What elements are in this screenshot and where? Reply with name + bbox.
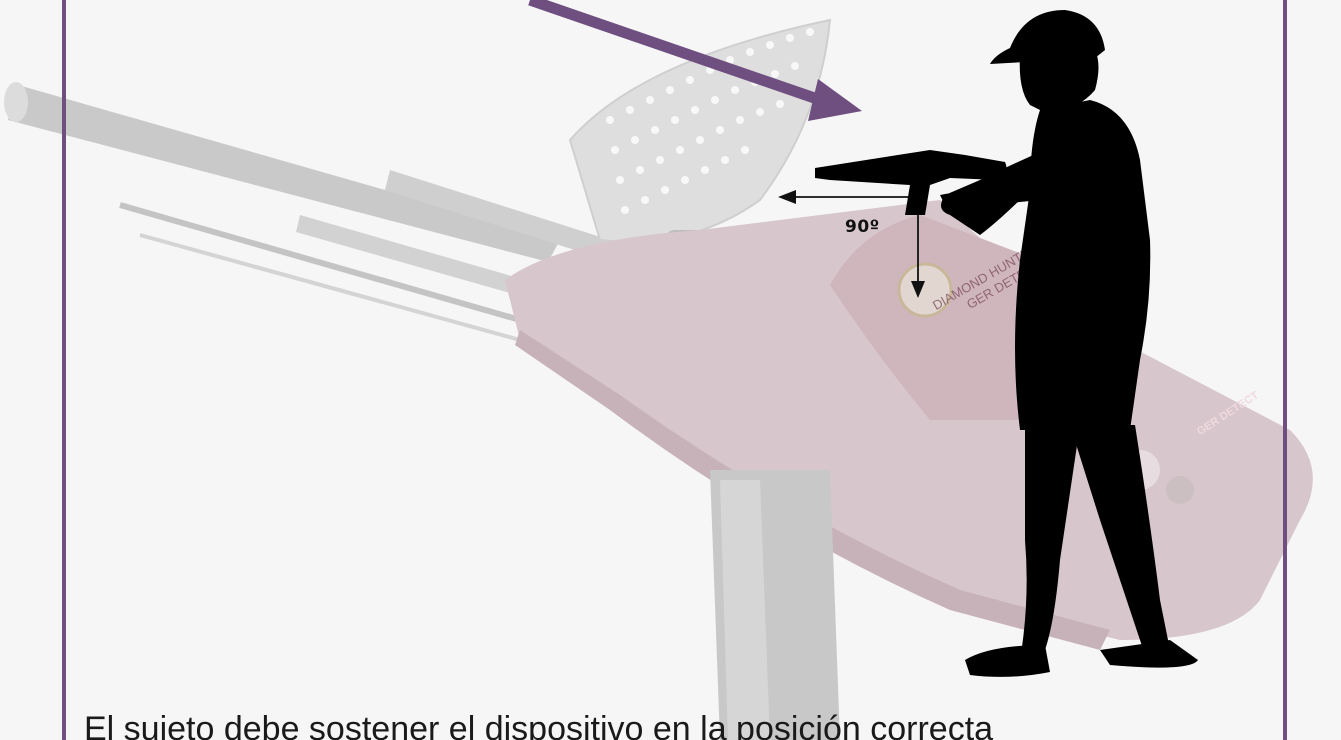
- leg-right-silhouette: [1070, 425, 1170, 655]
- frame-right-border: [1283, 0, 1287, 740]
- shoe-left-silhouette: [965, 645, 1050, 677]
- caption-text: El sujeto debe sostener el dispositivo e…: [84, 705, 1264, 740]
- torso-silhouette: [1015, 100, 1150, 430]
- leg-left-silhouette: [1020, 425, 1080, 660]
- frame-left-border: [62, 0, 66, 740]
- shoe-right-silhouette: [1100, 640, 1198, 668]
